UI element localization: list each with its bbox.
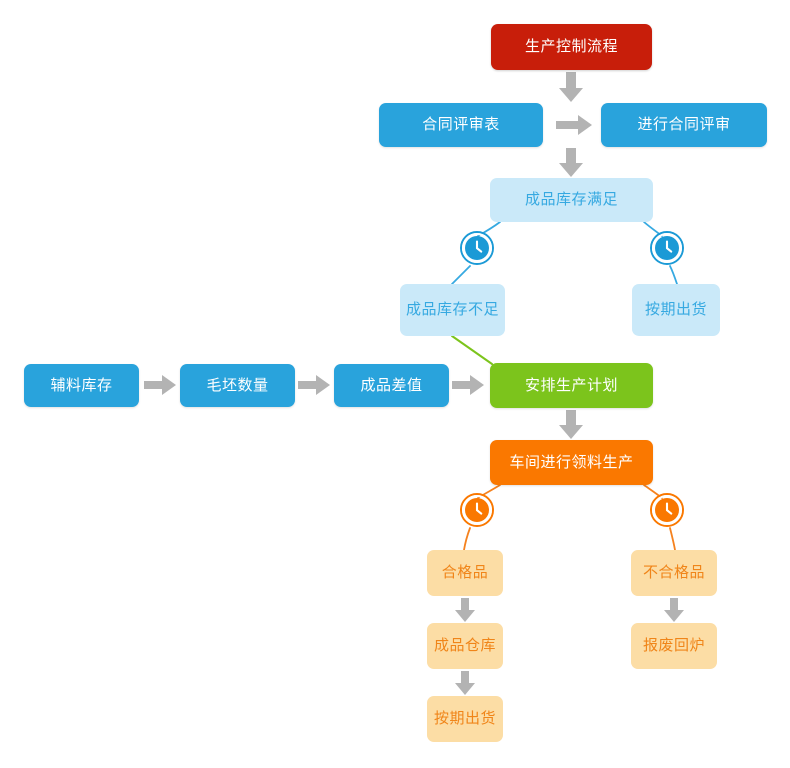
node-label: 生产控制流程 <box>524 38 618 55</box>
edge-contract-form-to-stock-ok <box>559 148 583 177</box>
node-label: 合格品 <box>441 564 489 581</box>
clock-outer-ring <box>650 231 684 265</box>
node-contract_form[interactable]: 合同评审表 <box>379 103 543 147</box>
node-label: 成品仓库 <box>433 637 496 654</box>
node-qualified[interactable]: 合格品 <box>427 550 503 596</box>
node-scrap[interactable]: 报废回炉 <box>631 623 717 669</box>
node-label: 合同评审表 <box>422 116 500 133</box>
node-label: 成品库存满足 <box>524 191 618 208</box>
clock-white-ring <box>652 495 682 525</box>
node-label: 不合格品 <box>642 564 705 581</box>
edge-contract-form-to-review <box>556 115 592 135</box>
clock-outer-ring <box>460 231 494 265</box>
node-label: 报废回炉 <box>642 637 705 654</box>
clock-icon[interactable] <box>460 231 494 265</box>
node-label: 成品差值 <box>360 376 423 394</box>
node-warehouse[interactable]: 成品仓库 <box>427 623 503 669</box>
clock-white-ring <box>462 495 492 525</box>
node-label: 安排生产计划 <box>524 376 618 394</box>
node-label: 按期出货 <box>433 710 496 727</box>
node-stock_ok[interactable]: 成品库存满足 <box>490 178 653 222</box>
node-contract_review[interactable]: 进行合同评审 <box>601 103 767 147</box>
node-blank_qty[interactable]: 毛坯数量 <box>180 364 295 407</box>
clock-outer-ring <box>460 493 494 527</box>
edge-plan-to-workshop <box>559 410 583 439</box>
node-label: 毛坯数量 <box>206 376 269 394</box>
node-root[interactable]: 生产控制流程 <box>491 24 652 70</box>
edge-plan-to-diff <box>452 375 484 395</box>
node-aux_stock[interactable]: 辅料库存 <box>24 364 139 407</box>
clock-icon[interactable] <box>650 231 684 265</box>
node-ship_on_time_1[interactable]: 按期出货 <box>632 284 720 336</box>
edge-unqualified-to-scrap <box>664 598 684 622</box>
clock-icon[interactable] <box>650 493 684 527</box>
clock-white-ring <box>652 233 682 263</box>
clock-icon[interactable] <box>460 493 494 527</box>
edge-blank-qty-to-aux-stock <box>144 375 176 395</box>
node-label: 进行合同评审 <box>637 116 731 133</box>
node-plan[interactable]: 安排生产计划 <box>490 363 653 408</box>
clock-outer-ring <box>650 493 684 527</box>
node-stock_short[interactable]: 成品库存不足 <box>400 284 505 336</box>
edge-warehouse-to-ship <box>455 671 475 695</box>
edge-diff-to-blank-qty <box>298 375 330 395</box>
node-diff[interactable]: 成品差值 <box>334 364 449 407</box>
edge-qualified-to-warehouse <box>455 598 475 622</box>
edge-stock-short-to-plan <box>451 335 493 365</box>
node-label: 辅料库存 <box>50 376 113 394</box>
clock-white-ring <box>462 233 492 263</box>
node-label: 按期出货 <box>644 301 707 318</box>
node-workshop[interactable]: 车间进行领料生产 <box>490 440 653 485</box>
node-label: 成品库存不足 <box>405 301 499 318</box>
node-label: 车间进行领料生产 <box>509 453 634 471</box>
edge-root-to-contract-form <box>559 72 583 102</box>
node-unqualified[interactable]: 不合格品 <box>631 550 717 596</box>
node-ship_on_time_2[interactable]: 按期出货 <box>427 696 503 742</box>
